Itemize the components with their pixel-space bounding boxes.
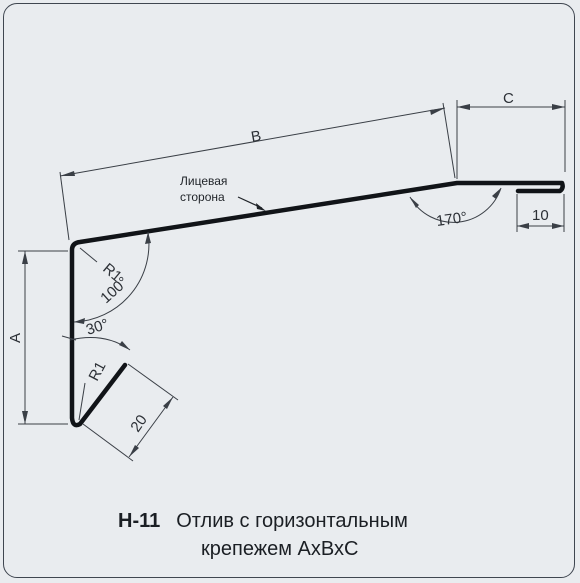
angle-right-arrow-right [492,188,501,199]
dimension-hem-arrow-bottom [129,445,139,457]
face-label-line2: сторона [180,190,225,204]
dimension-a-label: A [7,333,24,343]
dimension-b-arrow-right [430,108,445,115]
dimension-hem-arrow-top [163,397,173,409]
dimension-a [18,250,68,425]
dimension-hem-label: 20 [127,412,150,435]
dimension-flange-label: 10 [532,207,549,224]
drawing-frame [3,3,575,578]
dimension-b-arrow-left [60,171,75,176]
angle-right-arc [409,187,502,223]
face-label-line1: Лицевая [180,174,227,188]
angle-top-arrow-right [145,232,151,244]
angle-hem-label: 30° [84,316,111,339]
caption-title-1: Отлив с горизонтальным [176,510,408,532]
angle-top-arc [73,231,150,323]
dimension-b-label: B [250,127,263,145]
angle-hem-leader [61,335,77,341]
product-code: Н-11 [118,510,161,532]
angle-right-label: 170° [435,209,468,230]
dimension-b [59,102,456,241]
caption-title-2: крепежем АхВхС [201,538,359,560]
dimension-c [456,100,566,179]
dimension-c-arrow-right [552,104,565,110]
dimension-c-label: C [503,90,514,107]
angle-hem-arrow [119,341,130,350]
face-leader-arrow [256,203,266,211]
angle-top-label: 100° [97,274,131,307]
dimension-a-arrow-bottom [22,411,28,424]
dimension-flange-arrow-left [517,223,529,229]
dimension-c-arrow-left [457,104,470,110]
radius-top-leader [79,247,98,263]
caption-line-1: Н-11 Отлив с горизонтальным [118,510,408,533]
angle-top-arrow-left [74,318,85,324]
angle-right-arrow-left [410,197,419,208]
dimension-flange-arrow-right [552,223,564,229]
radius-bottom-label: R1 [86,359,110,384]
radius-bottom-leader [78,382,86,421]
dimension-a-arrow-top [22,251,28,264]
profile-outline [69,180,565,428]
